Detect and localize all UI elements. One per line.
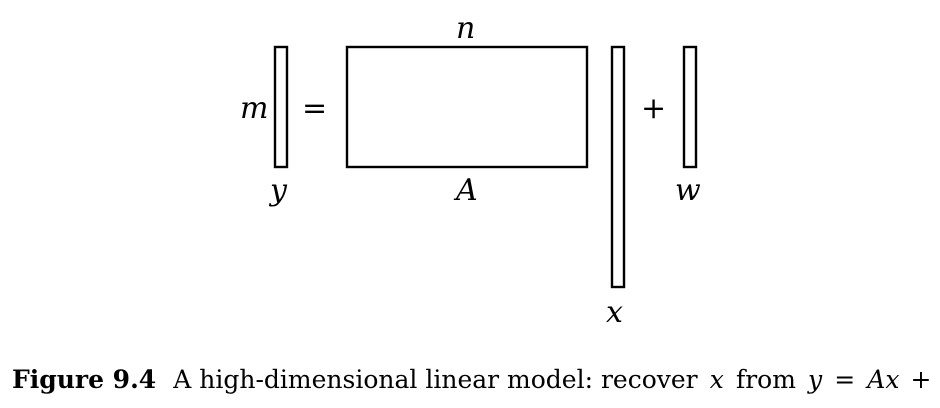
vector-x [610,45,626,289]
label-a: A [453,173,478,208]
caption-eq-y: y [807,365,823,394]
label-m: m [240,91,268,126]
label-y: y [268,173,288,208]
caption-eq-ax: Ax [865,365,899,394]
vector-w [682,45,698,169]
caption-var-x: x [710,365,724,394]
matrix-a [345,45,589,169]
label-x: x [606,295,623,330]
label-w: w [675,173,701,208]
caption-text-before: A high-dimensional linear model: recover [172,365,697,394]
plus-sign: + [641,91,666,126]
caption-eq-equals: = [834,365,855,394]
caption-text-from: from [736,365,796,394]
caption-eq-plus: + [911,365,932,394]
caption-label: Figure 9.4 [12,365,156,394]
label-n: n [456,11,475,46]
vector-y [273,45,289,169]
figure-caption: Figure 9.4 A high-dimensional linear mod… [12,365,940,394]
equals-sign: = [302,91,327,126]
